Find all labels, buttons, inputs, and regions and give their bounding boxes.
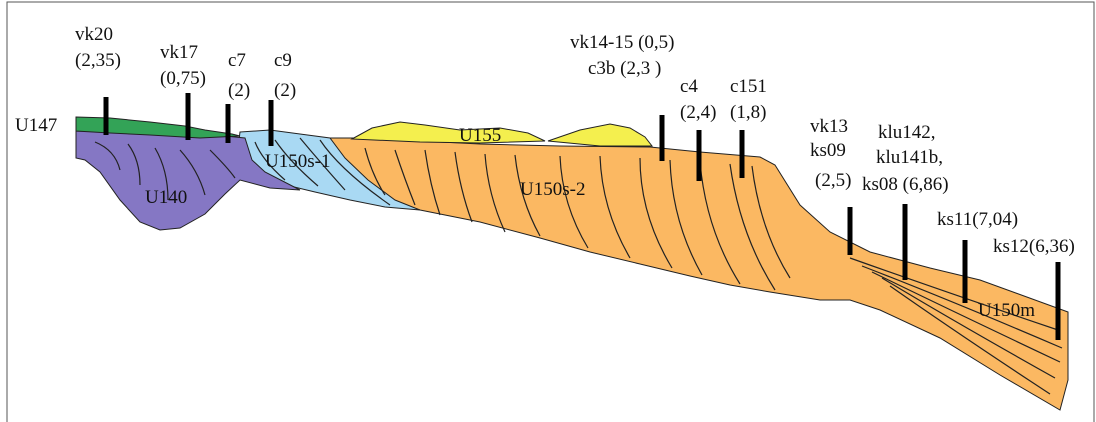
unit-U150s-2-area [317, 137, 1069, 411]
borehole-label-c4: c4 [680, 76, 698, 97]
borehole-value-c151: (1,8) [730, 102, 766, 123]
unit-label-U150m: U150m [978, 300, 1035, 321]
borehole-label-ks11: ks11(7,04) [937, 209, 1018, 230]
borehole-label-c9: c9 [274, 50, 292, 71]
unit-label-U155: U155 [459, 125, 501, 146]
borehole-value-c9: (2) [274, 80, 296, 101]
bedding-lines [94, 137, 1063, 395]
unit-U155-area-2 [547, 123, 654, 147]
borehole-label-vk17: vk17 [160, 42, 198, 63]
borehole-value-klu142: klu141b, [876, 147, 943, 168]
unit-label-U140: U140 [145, 187, 187, 208]
unit-label-U150s-2: U150s-2 [520, 179, 585, 200]
borehole-bars [103, 93, 1061, 340]
unit-label-U150s-1: U150s-1 [265, 151, 330, 172]
borehole-value-vk17: (0,75) [160, 68, 206, 89]
borehole-value-c7: (2) [228, 80, 250, 101]
borehole-label-2-5: (2,5) [815, 170, 851, 191]
unit-U140-area [75, 130, 301, 231]
borehole-label-c3b: c3b (2,3 ) [588, 58, 661, 79]
borehole-value-vk20: (2,35) [75, 50, 121, 71]
borehole-label-vk14-15: vk14-15 (0,5) [570, 32, 674, 53]
borehole-label-klu142: klu142, [878, 122, 936, 143]
borehole-label-ks12: ks12(6,36) [993, 236, 1075, 257]
borehole-label-c151: c151 [730, 76, 767, 97]
borehole-label-c7: c7 [228, 50, 246, 71]
frame [6, 1, 1095, 422]
borehole-value-c4: (2,4) [680, 102, 716, 123]
borehole-value-vk13: ks09 [810, 140, 846, 161]
unit-U155-area [350, 121, 546, 144]
borehole-label-vk13: vk13 [810, 116, 848, 137]
borehole-label-vk20: vk20 [75, 24, 113, 45]
borehole-label-ks08: ks08 (6,86) [862, 174, 949, 195]
unit-label-U147: U147 [15, 115, 57, 136]
